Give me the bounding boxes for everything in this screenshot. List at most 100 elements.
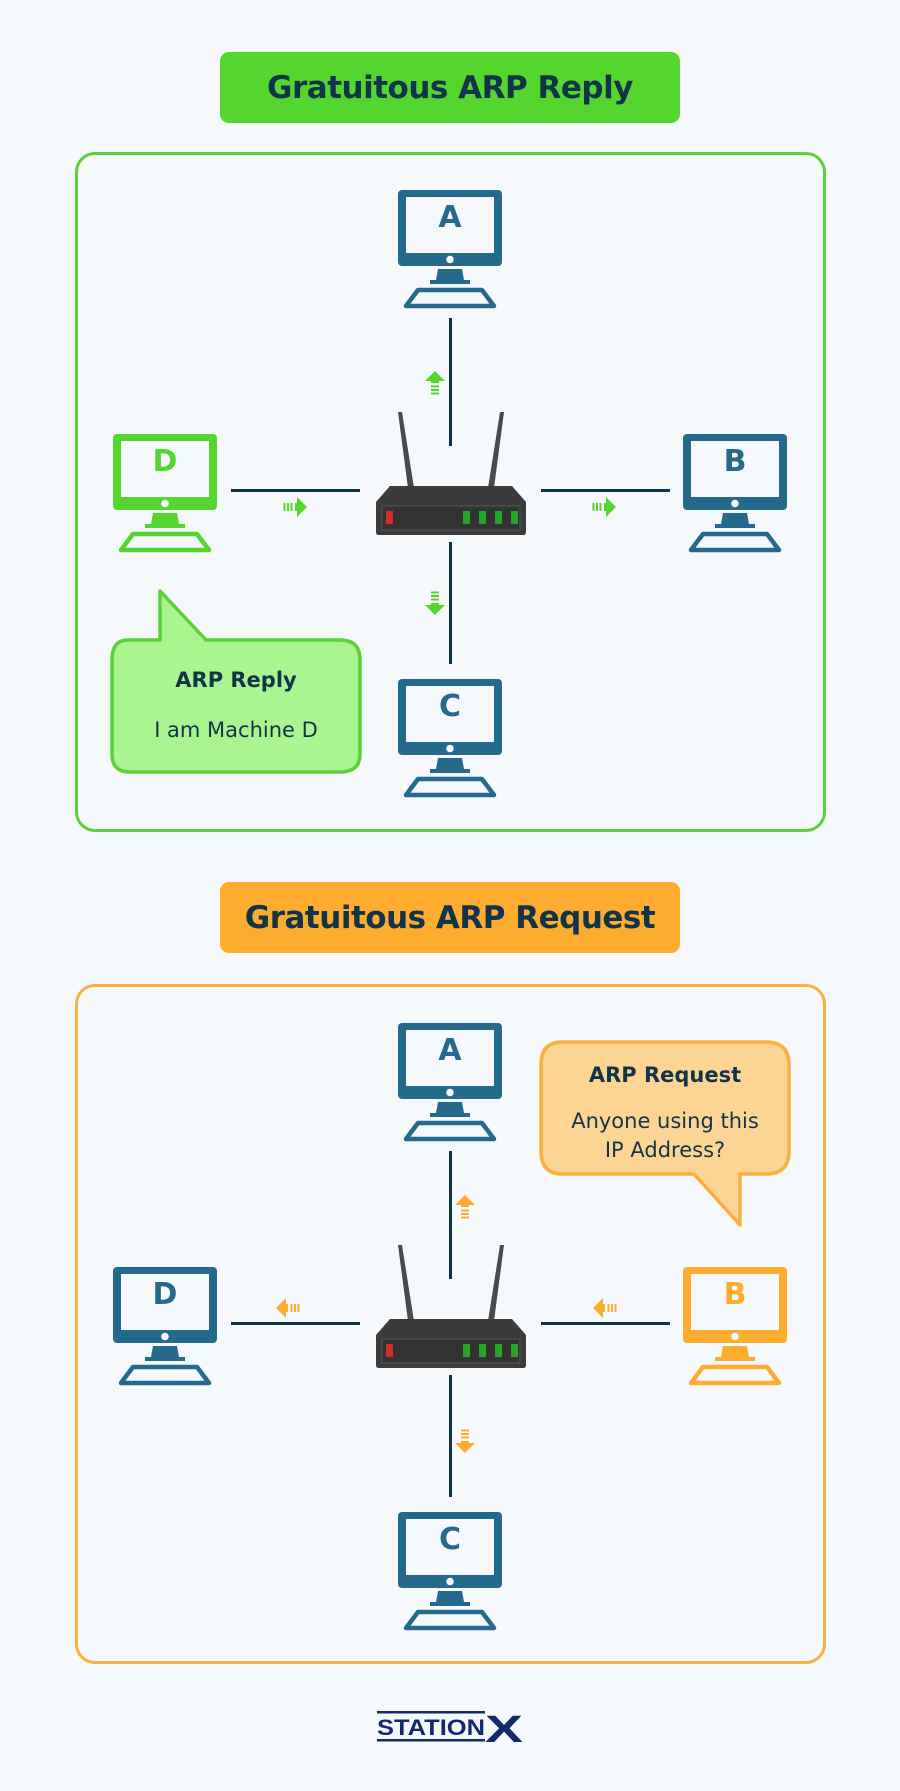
computer-icon — [398, 679, 502, 798]
computer-node-a: A — [394, 186, 506, 310]
arrow-right-icon — [283, 497, 307, 517]
logo-accent: X — [485, 1710, 524, 1744]
keyboard — [403, 776, 497, 798]
monitor-screen — [691, 441, 779, 497]
keyboard — [403, 287, 497, 309]
keyboard — [688, 531, 782, 553]
link-router-b — [541, 1322, 670, 1325]
node-label: B — [723, 444, 747, 479]
power-led — [446, 255, 454, 264]
computer-node-c: C — [394, 1508, 506, 1632]
computer-icon — [683, 434, 787, 553]
monitor-screen — [121, 441, 209, 497]
link-router-c — [449, 1375, 452, 1497]
monitor-stand — [715, 513, 755, 528]
power-led — [161, 1332, 169, 1341]
arrow-down-icon — [425, 591, 445, 615]
monitor-stand — [430, 758, 470, 773]
link-router-c — [449, 542, 452, 664]
monitor-stand — [145, 1346, 185, 1361]
router-icon — [376, 412, 526, 535]
speech-bubble-shape — [110, 589, 362, 774]
power-led — [446, 1577, 454, 1586]
computer-icon — [683, 1267, 787, 1386]
computer-node-b: B — [679, 430, 791, 554]
power-led — [446, 744, 454, 753]
keyboard — [403, 1120, 497, 1142]
arrow-down-icon — [455, 1429, 475, 1453]
keyboard — [688, 1364, 782, 1386]
monitor-screen — [121, 1274, 209, 1330]
computer-icon — [113, 434, 217, 553]
arp-reply-speech-bubble: ARP Reply I am Machine D — [108, 588, 364, 776]
arrow-up-icon — [455, 1195, 475, 1219]
link-router-b — [541, 489, 670, 492]
monitor-stand — [430, 1591, 470, 1606]
arrow-up-icon — [425, 371, 445, 395]
computer-icon — [113, 1267, 217, 1386]
led-green — [479, 1344, 486, 1357]
power-led — [446, 1088, 454, 1097]
led-green — [511, 511, 518, 524]
computer-node-d: D — [109, 1263, 221, 1387]
monitor-stand — [430, 1102, 470, 1117]
led-green — [479, 511, 486, 524]
request-section-title: Gratuitous ARP Request — [220, 882, 680, 953]
arrow-left-icon — [276, 1298, 300, 1318]
node-label: B — [723, 1277, 747, 1312]
link-router-a — [449, 318, 452, 446]
bubble-body-line-1: Anyone using this — [571, 1109, 759, 1133]
arrow-glyph — [455, 1429, 475, 1453]
node-label: D — [152, 1277, 178, 1312]
arrow-left-icon — [593, 1298, 617, 1318]
reply-title-text: Gratuitous ARP Reply — [267, 69, 633, 106]
node-label: D — [152, 444, 178, 479]
computer-node-d-sender: D — [109, 430, 221, 554]
router-icon — [376, 1245, 526, 1368]
antenna-right — [488, 412, 504, 488]
node-label: A — [438, 1033, 462, 1068]
reply-diagram-panel — [75, 152, 826, 832]
bubble-heading: ARP Request — [588, 1063, 742, 1087]
led-green — [511, 1344, 518, 1357]
power-led — [731, 499, 739, 508]
arrow-glyph — [592, 497, 616, 517]
monitor-screen — [406, 686, 494, 742]
led-green — [495, 1344, 502, 1357]
keyboard — [118, 1364, 212, 1386]
monitor-screen — [406, 1519, 494, 1575]
computer-icon — [398, 1023, 502, 1142]
arrow-glyph — [455, 1195, 475, 1219]
keyboard — [118, 531, 212, 553]
node-label: C — [438, 689, 462, 724]
computer-icon — [398, 190, 502, 309]
link-router-a — [449, 1151, 452, 1279]
bubble-body: I am Machine D — [154, 718, 318, 742]
arp-request-speech-bubble: ARP Request Anyone using this IP Address… — [538, 1039, 792, 1231]
computer-icon — [398, 1512, 502, 1631]
monitor-screen — [406, 197, 494, 253]
antenna-right — [488, 1245, 504, 1321]
arrow-glyph — [276, 1298, 300, 1318]
node-label: A — [438, 200, 462, 235]
bubble-heading: ARP Reply — [175, 668, 297, 692]
node-label: C — [438, 1522, 462, 1557]
monitor-screen — [691, 1274, 779, 1330]
speech-bubble-shape — [539, 1040, 791, 1227]
computer-node-a: A — [394, 1019, 506, 1143]
computer-node-b-sender: B — [679, 1263, 791, 1387]
keyboard — [403, 1609, 497, 1631]
arrow-right-icon — [592, 497, 616, 517]
reply-section-title: Gratuitous ARP Reply — [220, 52, 680, 123]
request-diagram-panel — [75, 984, 826, 1664]
led-red — [386, 1344, 393, 1357]
power-led — [731, 1332, 739, 1341]
link-d-router — [231, 1322, 360, 1325]
antenna-left — [398, 1245, 414, 1321]
monitor-stand — [145, 513, 185, 528]
antenna-left — [398, 412, 414, 488]
power-led — [161, 499, 169, 508]
arrow-glyph — [593, 1298, 617, 1318]
logo-bottom-rule — [377, 1739, 485, 1742]
monitor-stand — [715, 1346, 755, 1361]
